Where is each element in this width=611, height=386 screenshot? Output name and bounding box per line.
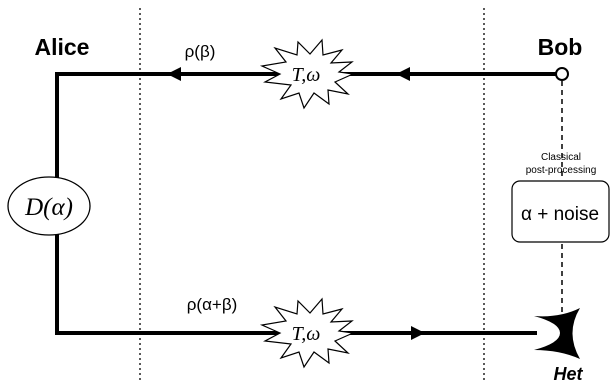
starburst-icon — [259, 297, 356, 369]
state-label-top: ρ(β) — [185, 42, 216, 61]
displacement-operator — [7, 176, 91, 236]
displacement-label: D(α) — [24, 194, 73, 221]
starburst-icon — [259, 38, 356, 110]
noise-label-bottom: T,ω — [292, 323, 321, 345]
state-label-bottom: ρ(α+β) — [187, 295, 238, 314]
detector-label: Het — [553, 364, 583, 384]
noise-label-top: T,ω — [292, 64, 321, 86]
alice-label: Alice — [35, 34, 90, 60]
arrow-top-left — [167, 67, 181, 81]
result-label: α + noise — [521, 204, 599, 225]
arrow-top-right — [396, 67, 410, 81]
arrow-bottom-middle — [411, 326, 425, 340]
source-node-icon — [555, 67, 569, 81]
heterodyne-detector-icon — [534, 308, 580, 359]
result-box — [511, 180, 610, 243]
quantum-channel-loop — [55, 72, 562, 335]
bob-label: Bob — [538, 34, 583, 60]
postprocessing-line2: post-processing — [526, 165, 597, 176]
postprocessing-line1: Classical — [541, 152, 581, 163]
